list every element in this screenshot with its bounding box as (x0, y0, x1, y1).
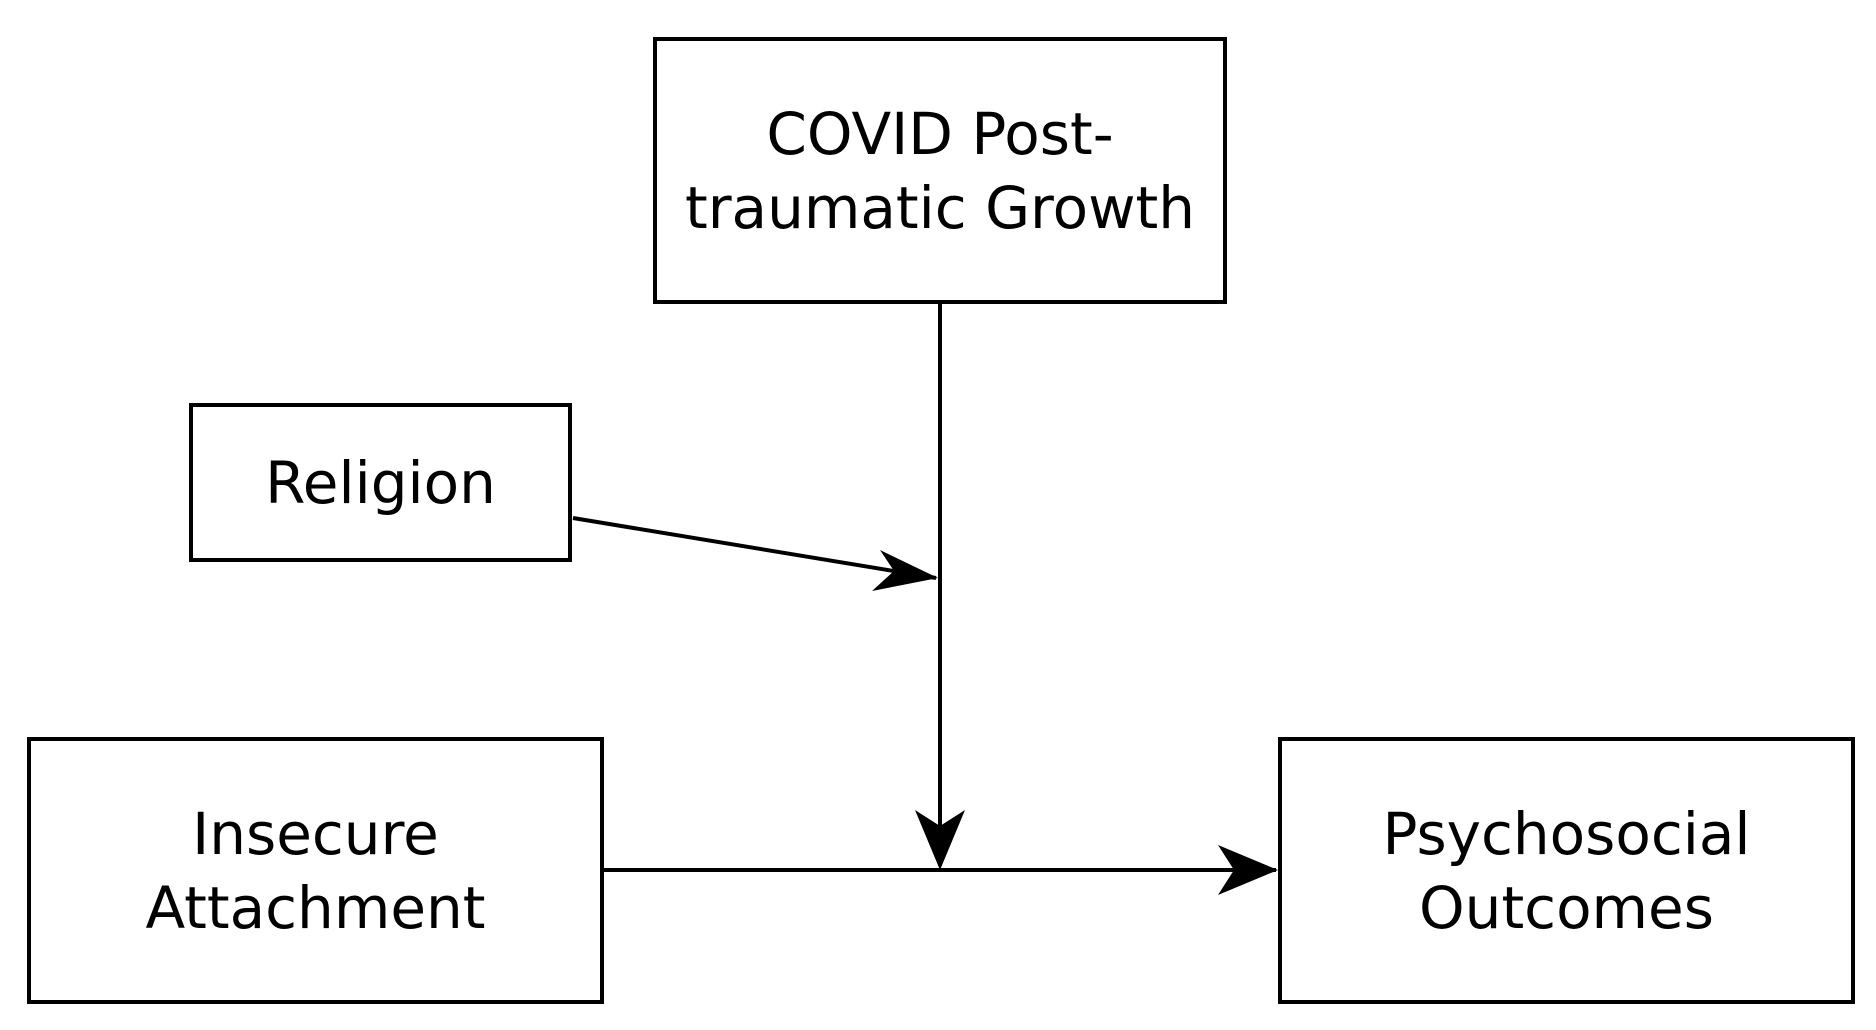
arrowhead-covid-moderation (915, 810, 965, 870)
node-religion: Religion (189, 403, 572, 562)
node-insecure-attachment: Insecure Attachment (27, 737, 604, 1004)
arrowhead-outcomes (1218, 845, 1278, 895)
node-label-covid-posttraumatic-growth: COVID Post- traumatic Growth (684, 99, 1196, 242)
arrowhead-religion-moderation (872, 550, 938, 591)
node-label-psychosocial-outcomes: Psychosocial Outcomes (1382, 799, 1751, 942)
node-covid-posttraumatic-growth: COVID Post- traumatic Growth (653, 37, 1227, 304)
node-label-religion: Religion (265, 448, 496, 517)
arrow-religion-to-moderation (572, 516, 937, 580)
node-label-insecure-attachment: Insecure Attachment (145, 799, 486, 942)
node-psychosocial-outcomes: Psychosocial Outcomes (1278, 737, 1855, 1004)
